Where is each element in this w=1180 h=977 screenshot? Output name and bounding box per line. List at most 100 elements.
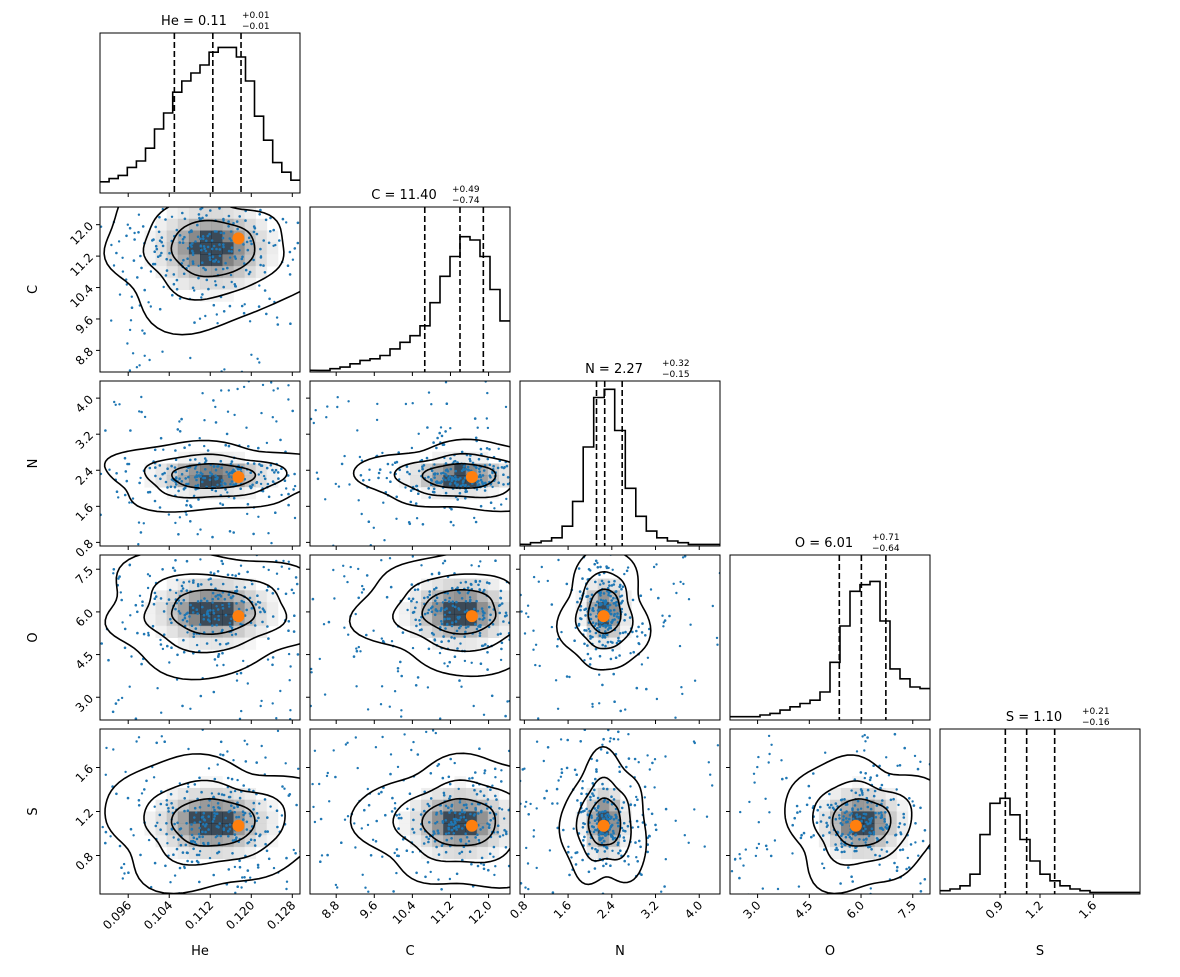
hist-panel-s: S = 1.10+0.21−0.16 [939, 707, 1141, 898]
sample-point [840, 842, 843, 845]
sample-point [265, 466, 269, 470]
density-cell [211, 811, 223, 824]
sample-point [198, 880, 201, 884]
sample-point [190, 823, 193, 826]
sample-point [249, 814, 253, 818]
sample-point [168, 251, 171, 255]
sample-point [443, 559, 447, 563]
sample-point [451, 621, 454, 624]
sample-point [330, 489, 333, 492]
sample-point [156, 821, 159, 824]
y-tick-label: 1.6 [73, 762, 96, 785]
sample-point [112, 748, 115, 751]
density-cell [200, 835, 212, 848]
sample-point [154, 466, 157, 469]
density-cell [443, 590, 455, 603]
sample-point [222, 793, 226, 797]
sample-point [140, 410, 143, 414]
sample-point [450, 586, 454, 590]
density-cell [222, 811, 234, 824]
sample-point [230, 471, 234, 475]
density-cell [432, 487, 444, 500]
density-cell [211, 578, 223, 591]
sample-point [284, 181, 287, 184]
sample-point [886, 806, 889, 809]
sample-point [159, 597, 163, 600]
sample-point [452, 832, 456, 835]
sample-point [255, 812, 259, 815]
sample-point [140, 266, 143, 270]
density-cell [233, 590, 245, 603]
sample-point [566, 702, 569, 705]
density-cell [586, 578, 599, 591]
sample-point [477, 483, 481, 486]
sample-point [220, 389, 223, 392]
sample-point [471, 461, 475, 465]
sample-point [619, 505, 622, 508]
sample-point [182, 598, 186, 602]
sample-point [236, 387, 239, 391]
sample-point [383, 830, 386, 833]
sample-point [625, 569, 629, 573]
sample-point [599, 624, 602, 627]
sample-point [482, 713, 486, 716]
sample-point [537, 717, 540, 720]
sample-point [189, 458, 192, 462]
sample-point [525, 612, 528, 615]
sample-point [898, 764, 902, 767]
sample-point [863, 733, 866, 737]
sample-point [496, 466, 500, 470]
sample-point [610, 823, 614, 827]
sample-point [216, 825, 219, 828]
sample-point [231, 594, 235, 598]
sample-point [488, 852, 492, 856]
sample-point [586, 813, 590, 816]
sample-point [340, 841, 343, 844]
sample-point [463, 659, 467, 663]
sample-point [292, 591, 295, 595]
sample-point [190, 538, 193, 541]
sample-point [173, 485, 177, 489]
sample-point [412, 927, 415, 930]
y-axis-label-c: C [26, 285, 41, 294]
sample-point [478, 634, 482, 637]
density-cell [620, 823, 632, 836]
sample-point [276, 729, 280, 733]
sample-point [644, 634, 647, 637]
sample-point [185, 482, 188, 486]
sample-point [423, 612, 427, 616]
density-cell [166, 218, 179, 232]
sample-point [485, 417, 488, 420]
sample-point [455, 828, 459, 831]
sample-point [555, 787, 559, 791]
sample-point [127, 871, 130, 874]
sample-point [535, 740, 539, 743]
sample-point [306, 499, 309, 502]
sample-point [162, 448, 165, 451]
sample-point [187, 725, 190, 728]
title-main: N = 2.27 [585, 362, 643, 377]
sample-point [145, 779, 148, 783]
sample-point [119, 591, 123, 594]
sample-point [427, 475, 430, 479]
sample-point [198, 820, 202, 824]
sample-point [535, 807, 538, 810]
sample-point [194, 627, 198, 630]
x-tick-label: 0.112 [182, 898, 216, 932]
sample-point [266, 132, 269, 135]
density-cell [166, 835, 179, 848]
density-cell [620, 590, 632, 603]
sample-point [380, 790, 383, 794]
sample-point [258, 802, 261, 805]
sample-point [117, 698, 120, 702]
sample-point [852, 817, 855, 820]
sample-point [486, 668, 489, 671]
sample-point [479, 475, 483, 479]
sample-point [459, 838, 462, 842]
contour-inner [170, 589, 257, 635]
sample-point [261, 383, 265, 387]
sample-point [467, 468, 471, 472]
sample-point [835, 846, 838, 850]
sample-point [167, 598, 171, 601]
